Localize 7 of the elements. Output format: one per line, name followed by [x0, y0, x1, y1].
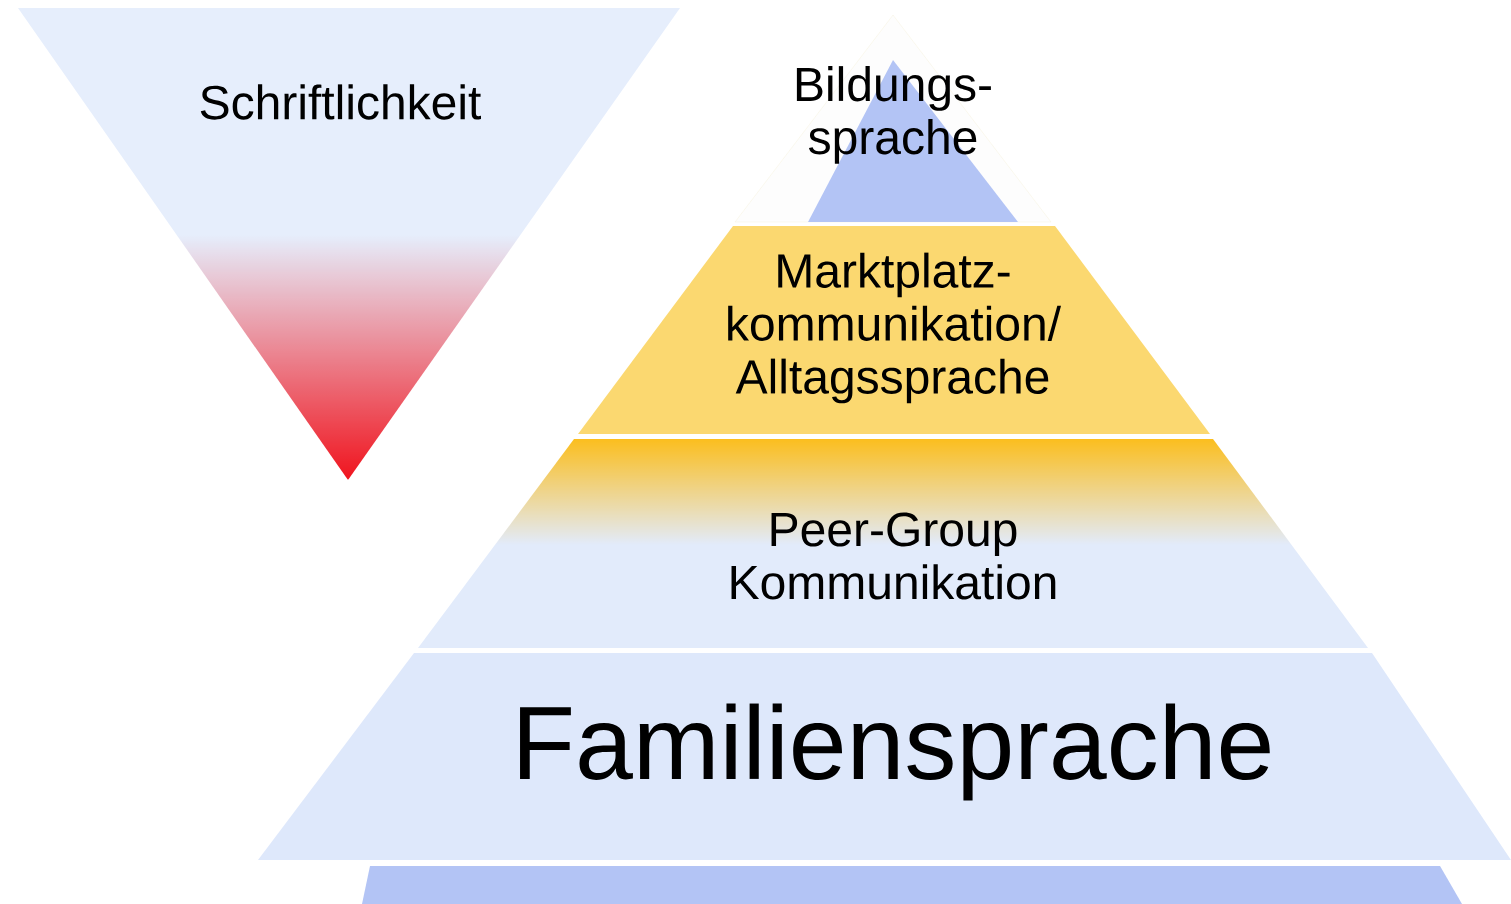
- pyramid-top: Bildungs- sprache: [734, 14, 1052, 223]
- base-bar: [362, 866, 1463, 904]
- pyramid-layer: Marktplatz- kommunikation/ Alltagssprache: [578, 226, 1210, 434]
- node-label: Schriftlichkeit: [200, 84, 481, 120]
- inverted-triangle: Schriftlichkeit: [18, 8, 680, 480]
- pyramid-layer: Peer-Group Kommunikation: [418, 512, 1368, 648]
- pyramid-base: Familiensprache: [258, 653, 1511, 860]
